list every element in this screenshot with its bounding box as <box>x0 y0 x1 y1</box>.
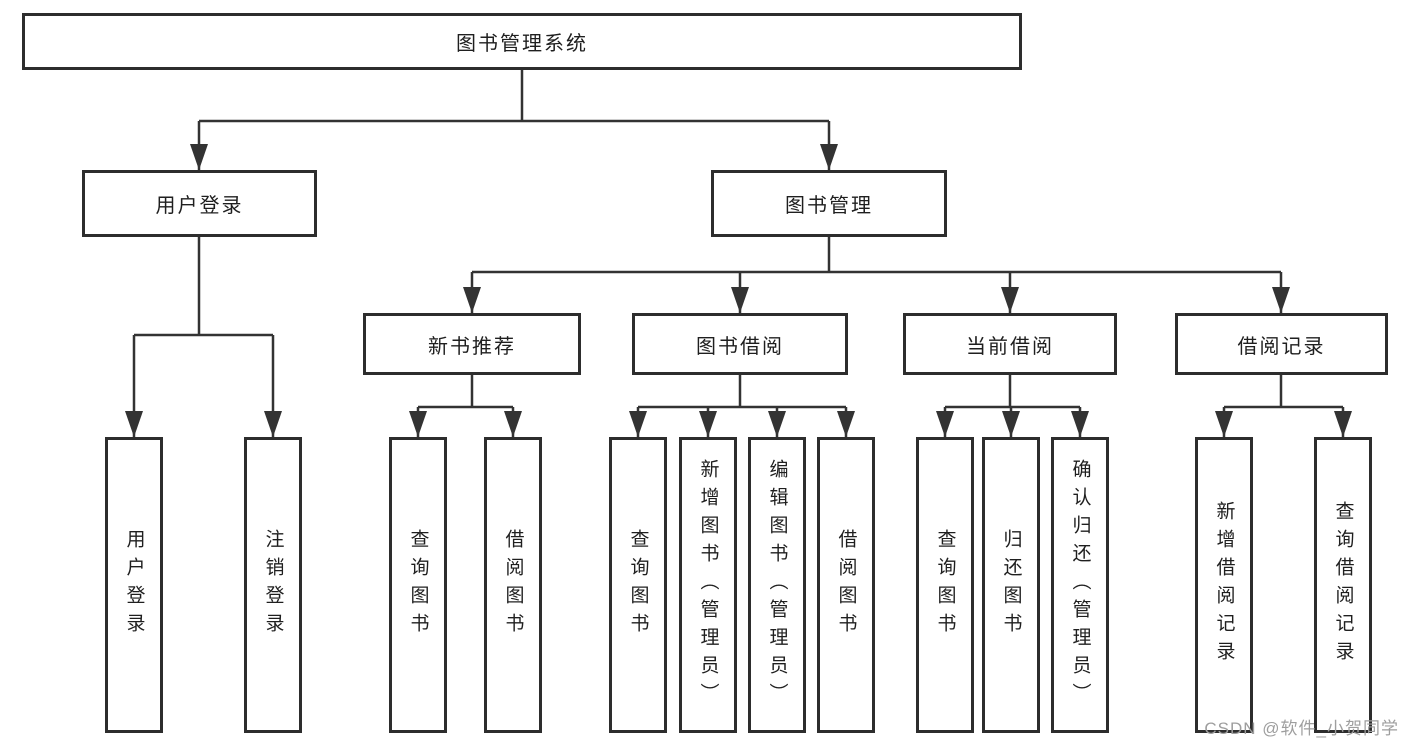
leaf-add-borrow-record: 新增借阅记录 <box>1195 437 1253 733</box>
connector-user-login-to-leaves <box>132 237 275 437</box>
arrowhead-icon <box>936 411 954 437</box>
connector-current-borrow-to-leaves <box>943 375 1082 437</box>
leaf-edit-book-admin: 编辑图书（管理员） <box>748 437 806 733</box>
leaf-logout-label: 注销登录 <box>262 529 284 641</box>
leaf-query-books-current: 查询图书 <box>916 437 974 733</box>
leaf-user-login-label: 用户登录 <box>123 529 145 641</box>
node-user-login-label: 用户登录 <box>155 195 244 217</box>
leaf-borrow-books-recommend-label: 借阅图书 <box>502 529 524 641</box>
leaf-query-books-borrow: 查询图书 <box>609 437 667 733</box>
node-current-borrow-label: 当前借阅 <box>966 335 1054 358</box>
arrowhead-icon <box>1071 411 1089 437</box>
node-book-borrow-label: 图书借阅 <box>696 335 784 358</box>
node-root-label: 图书管理系统 <box>456 33 588 55</box>
connector-book-management-to-level3 <box>470 237 1283 313</box>
leaf-add-borrow-record-label: 新增借阅记录 <box>1213 501 1235 669</box>
node-book-borrow: 图书借阅 <box>632 313 848 375</box>
arrowhead-icon <box>1334 411 1352 437</box>
leaf-borrow-books-borrow-label: 借阅图书 <box>835 529 857 641</box>
leaf-add-book-admin-label: 新增图书（管理员） <box>697 459 719 711</box>
arrowhead-icon <box>125 411 143 437</box>
leaf-query-borrow-record-label: 查询借阅记录 <box>1332 501 1354 669</box>
leaf-borrow-books-recommend: 借阅图书 <box>484 437 542 733</box>
arrowhead-icon <box>820 144 838 170</box>
connector-root-to-level2 <box>197 70 831 170</box>
leaf-query-books-recommend: 查询图书 <box>389 437 447 733</box>
arrowhead-icon <box>1002 411 1020 437</box>
arrowhead-icon <box>731 287 749 313</box>
node-borrow-records: 借阅记录 <box>1175 313 1388 375</box>
arrowhead-icon <box>699 411 717 437</box>
connector-new-book-recommend-to-leaves <box>416 375 515 437</box>
node-root: 图书管理系统 <box>22 13 1022 70</box>
node-user-login: 用户登录 <box>82 170 317 237</box>
arrowhead-icon <box>768 411 786 437</box>
arrowhead-icon <box>1001 287 1019 313</box>
arrowhead-icon <box>504 411 522 437</box>
leaf-query-books-current-label: 查询图书 <box>934 529 956 641</box>
leaf-confirm-return-admin-label: 确认归还（管理员） <box>1069 459 1091 711</box>
arrowhead-icon <box>190 144 208 170</box>
arrowhead-icon <box>463 287 481 313</box>
leaf-add-book-admin: 新增图书（管理员） <box>679 437 737 733</box>
arrowhead-icon <box>629 411 647 437</box>
node-new-book-recommend-label: 新书推荐 <box>428 335 516 358</box>
node-book-management-label: 图书管理 <box>785 195 873 217</box>
leaf-query-books-recommend-label: 查询图书 <box>407 529 429 641</box>
arrowhead-icon <box>837 411 855 437</box>
arrowhead-icon <box>264 411 282 437</box>
leaf-return-book: 归还图书 <box>982 437 1040 733</box>
leaf-query-books-borrow-label: 查询图书 <box>627 529 649 641</box>
arrowhead-icon <box>409 411 427 437</box>
connector-book-borrow-to-leaves <box>636 375 848 437</box>
arrowhead-icon <box>1215 411 1233 437</box>
arrowhead-icon <box>1272 287 1290 313</box>
leaf-query-borrow-record: 查询借阅记录 <box>1314 437 1372 733</box>
node-book-management: 图书管理 <box>711 170 947 237</box>
csdn-watermark: CSDN @软件_小贺同学 <box>1204 719 1399 738</box>
node-current-borrow: 当前借阅 <box>903 313 1117 375</box>
leaf-borrow-books-borrow: 借阅图书 <box>817 437 875 733</box>
leaf-confirm-return-admin: 确认归还（管理员） <box>1051 437 1109 733</box>
connector-borrow-records-to-leaves <box>1222 375 1345 437</box>
node-new-book-recommend: 新书推荐 <box>363 313 581 375</box>
leaf-return-book-label: 归还图书 <box>1000 529 1022 641</box>
leaf-edit-book-admin-label: 编辑图书（管理员） <box>766 459 788 711</box>
leaf-user-login: 用户登录 <box>105 437 163 733</box>
node-borrow-records-label: 借阅记录 <box>1237 335 1326 358</box>
leaf-logout: 注销登录 <box>244 437 302 733</box>
